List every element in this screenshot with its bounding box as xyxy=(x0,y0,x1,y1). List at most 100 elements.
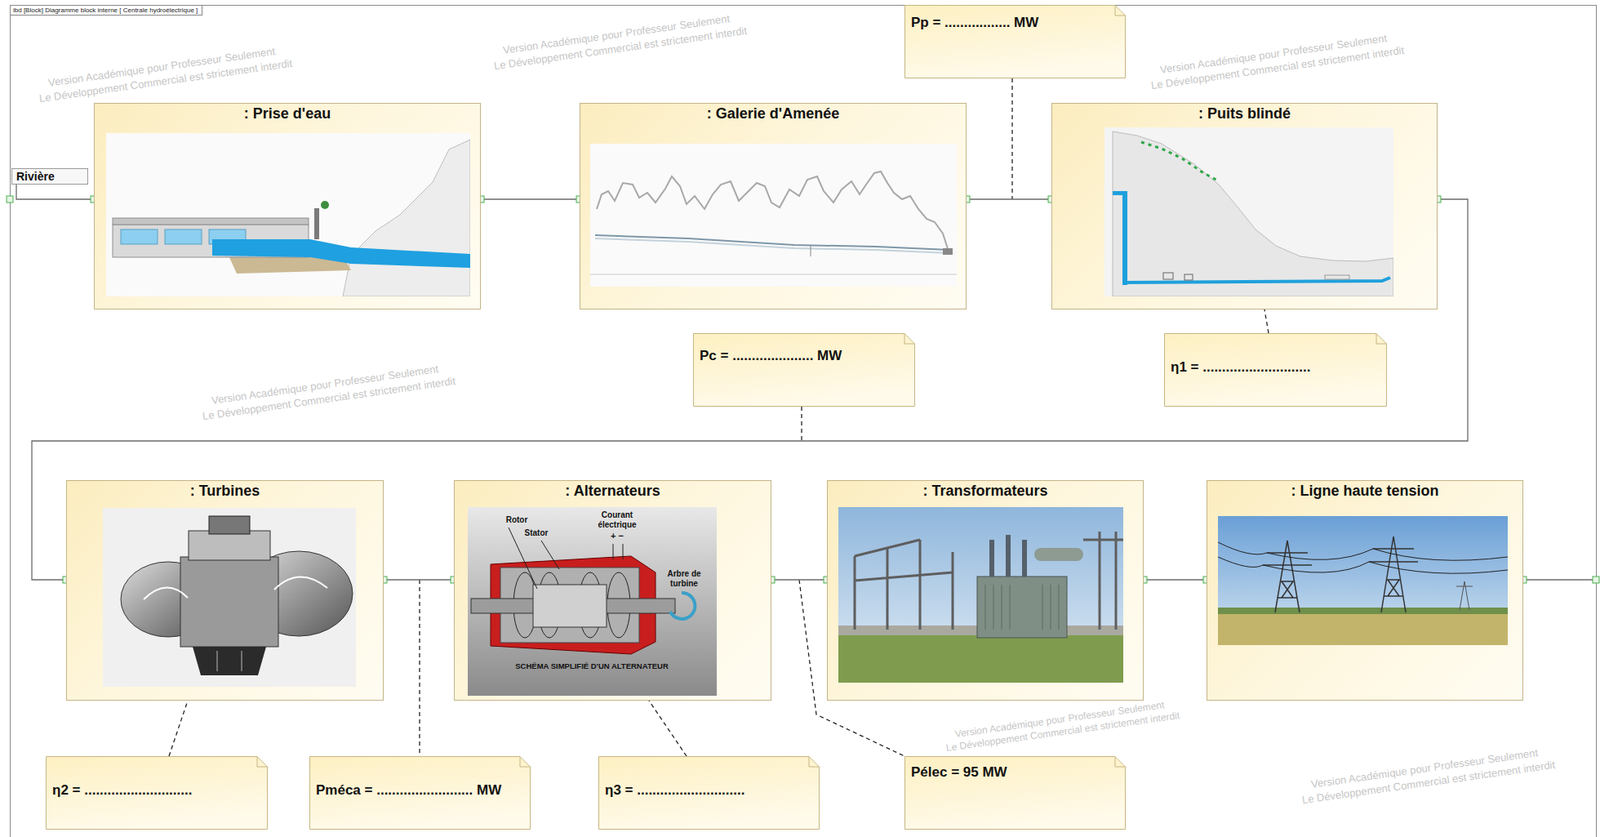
illustration-part xyxy=(590,143,957,287)
illustration-part xyxy=(838,506,1124,683)
block-title: : Galerie d'Amenée xyxy=(706,103,840,124)
illustration-part xyxy=(1217,607,1508,614)
illustration-part xyxy=(596,171,950,254)
penstock-illustration xyxy=(1104,127,1394,297)
illustration-part xyxy=(1112,191,1126,196)
note-outline xyxy=(693,333,916,407)
transformer-photo xyxy=(838,506,1124,683)
illustration-part xyxy=(590,274,957,276)
block-box: : Turbines xyxy=(66,480,384,701)
block-header: : Puits blindé xyxy=(1052,103,1437,124)
part-name: Stator xyxy=(524,528,549,538)
port-name: Rivière xyxy=(16,168,55,184)
flow-connector xyxy=(480,198,580,200)
port-label: Rivière xyxy=(11,168,89,185)
note-link xyxy=(168,700,188,756)
diagram-title: ibd [Block] Diagramme block interne [ Ce… xyxy=(10,5,203,16)
block-header: : Galerie d'Amenée xyxy=(580,103,966,124)
flow-connector xyxy=(16,184,94,200)
note-anchor xyxy=(1011,78,1013,200)
illustration-part xyxy=(1005,534,1011,577)
block-title: : Transformateurs xyxy=(922,480,1048,501)
diagram-frame xyxy=(10,5,1597,837)
block-header: : Turbines xyxy=(66,480,383,501)
water-intake-illustration xyxy=(106,133,471,297)
illustration-part xyxy=(342,139,471,297)
illustration-part xyxy=(212,239,471,268)
note-body xyxy=(46,756,268,830)
illustration-part xyxy=(164,229,202,245)
illustration-part xyxy=(1368,536,1418,613)
illustration-part xyxy=(1112,131,1394,297)
comment-note: Pp = ................. MW xyxy=(904,4,1126,79)
illustration-part xyxy=(1141,142,1219,182)
illustration-part xyxy=(112,217,309,225)
note-fold xyxy=(808,756,820,768)
note-text: η1 = ............................ xyxy=(1170,359,1311,376)
illustration-part xyxy=(985,584,1059,630)
illustration-part xyxy=(1122,277,1391,283)
illustration-part xyxy=(180,556,279,647)
block-header: : Prise d'eau xyxy=(94,103,480,124)
illustration-part xyxy=(1262,540,1312,613)
illustration-part xyxy=(670,592,695,619)
illustration-part xyxy=(320,200,329,209)
illustration-part xyxy=(1217,556,1508,574)
note-fold xyxy=(904,333,916,345)
illustration-part xyxy=(241,650,243,672)
illustration-part xyxy=(1163,272,1174,280)
block-header: : Ligne haute tension xyxy=(1207,480,1523,501)
note-fold xyxy=(520,756,531,768)
illustration-part xyxy=(977,576,1067,638)
part-name: Courant électrique xyxy=(591,510,644,529)
flow-connector xyxy=(966,198,1052,200)
note-body xyxy=(310,756,531,830)
illustration-part xyxy=(622,543,624,560)
comment-note: η1 = ............................ xyxy=(1164,333,1387,407)
note-text: Pc = ..................... MW xyxy=(699,347,842,365)
boundary-port xyxy=(6,195,14,203)
note-text: Pméca = ......................... MW xyxy=(315,782,502,799)
block-header: : Transformateurs xyxy=(827,480,1143,501)
illustration-part xyxy=(1184,274,1193,280)
illustration-part xyxy=(1022,539,1027,577)
note-body xyxy=(905,5,1126,79)
illustration-part xyxy=(1104,127,1394,297)
block-box: : Puits blindé xyxy=(1051,102,1438,310)
flow-connector xyxy=(771,578,827,580)
note-body xyxy=(599,756,820,830)
note-fold xyxy=(1115,756,1126,768)
illustration-part xyxy=(143,586,188,600)
illustration-part xyxy=(1034,547,1084,561)
note-body xyxy=(1164,333,1387,407)
illustration-part xyxy=(1217,515,1508,645)
note-fold xyxy=(1115,5,1126,17)
note-body xyxy=(693,333,916,407)
part-name: Rotor xyxy=(506,515,529,525)
block-header: : Alternateurs xyxy=(454,480,771,501)
note-text: η3 = ............................ xyxy=(604,782,745,799)
illustration-part xyxy=(1217,612,1508,645)
polarity-sign: + − xyxy=(610,530,624,541)
illustration-part xyxy=(541,540,560,569)
part-name: Arbre de turbine xyxy=(658,568,710,588)
boundary-port xyxy=(1592,576,1600,583)
note-anchor xyxy=(800,406,802,441)
illustration-part xyxy=(595,238,950,254)
illustration-part xyxy=(810,244,812,257)
block-box: : Prise d'eau xyxy=(93,102,481,310)
block-box: : Transformateurs xyxy=(826,480,1144,701)
note-body xyxy=(905,756,1126,830)
note-link xyxy=(1264,309,1269,334)
note-text: Pp = ................. MW xyxy=(911,14,1039,32)
note-link xyxy=(648,700,687,756)
picture-caption: SCHÉMA SIMPLIFIÉ D'UN ALTERNATEUR xyxy=(515,661,669,671)
note-anchor xyxy=(418,579,420,756)
output-wire xyxy=(1523,578,1597,580)
illustration-part xyxy=(467,506,717,696)
block-title: : Ligne haute tension xyxy=(1290,480,1439,501)
block-box: : Galerie d'Amenée xyxy=(579,102,967,310)
note-text: Pélec = 95 MW xyxy=(911,764,1008,781)
illustration-part xyxy=(989,539,995,577)
